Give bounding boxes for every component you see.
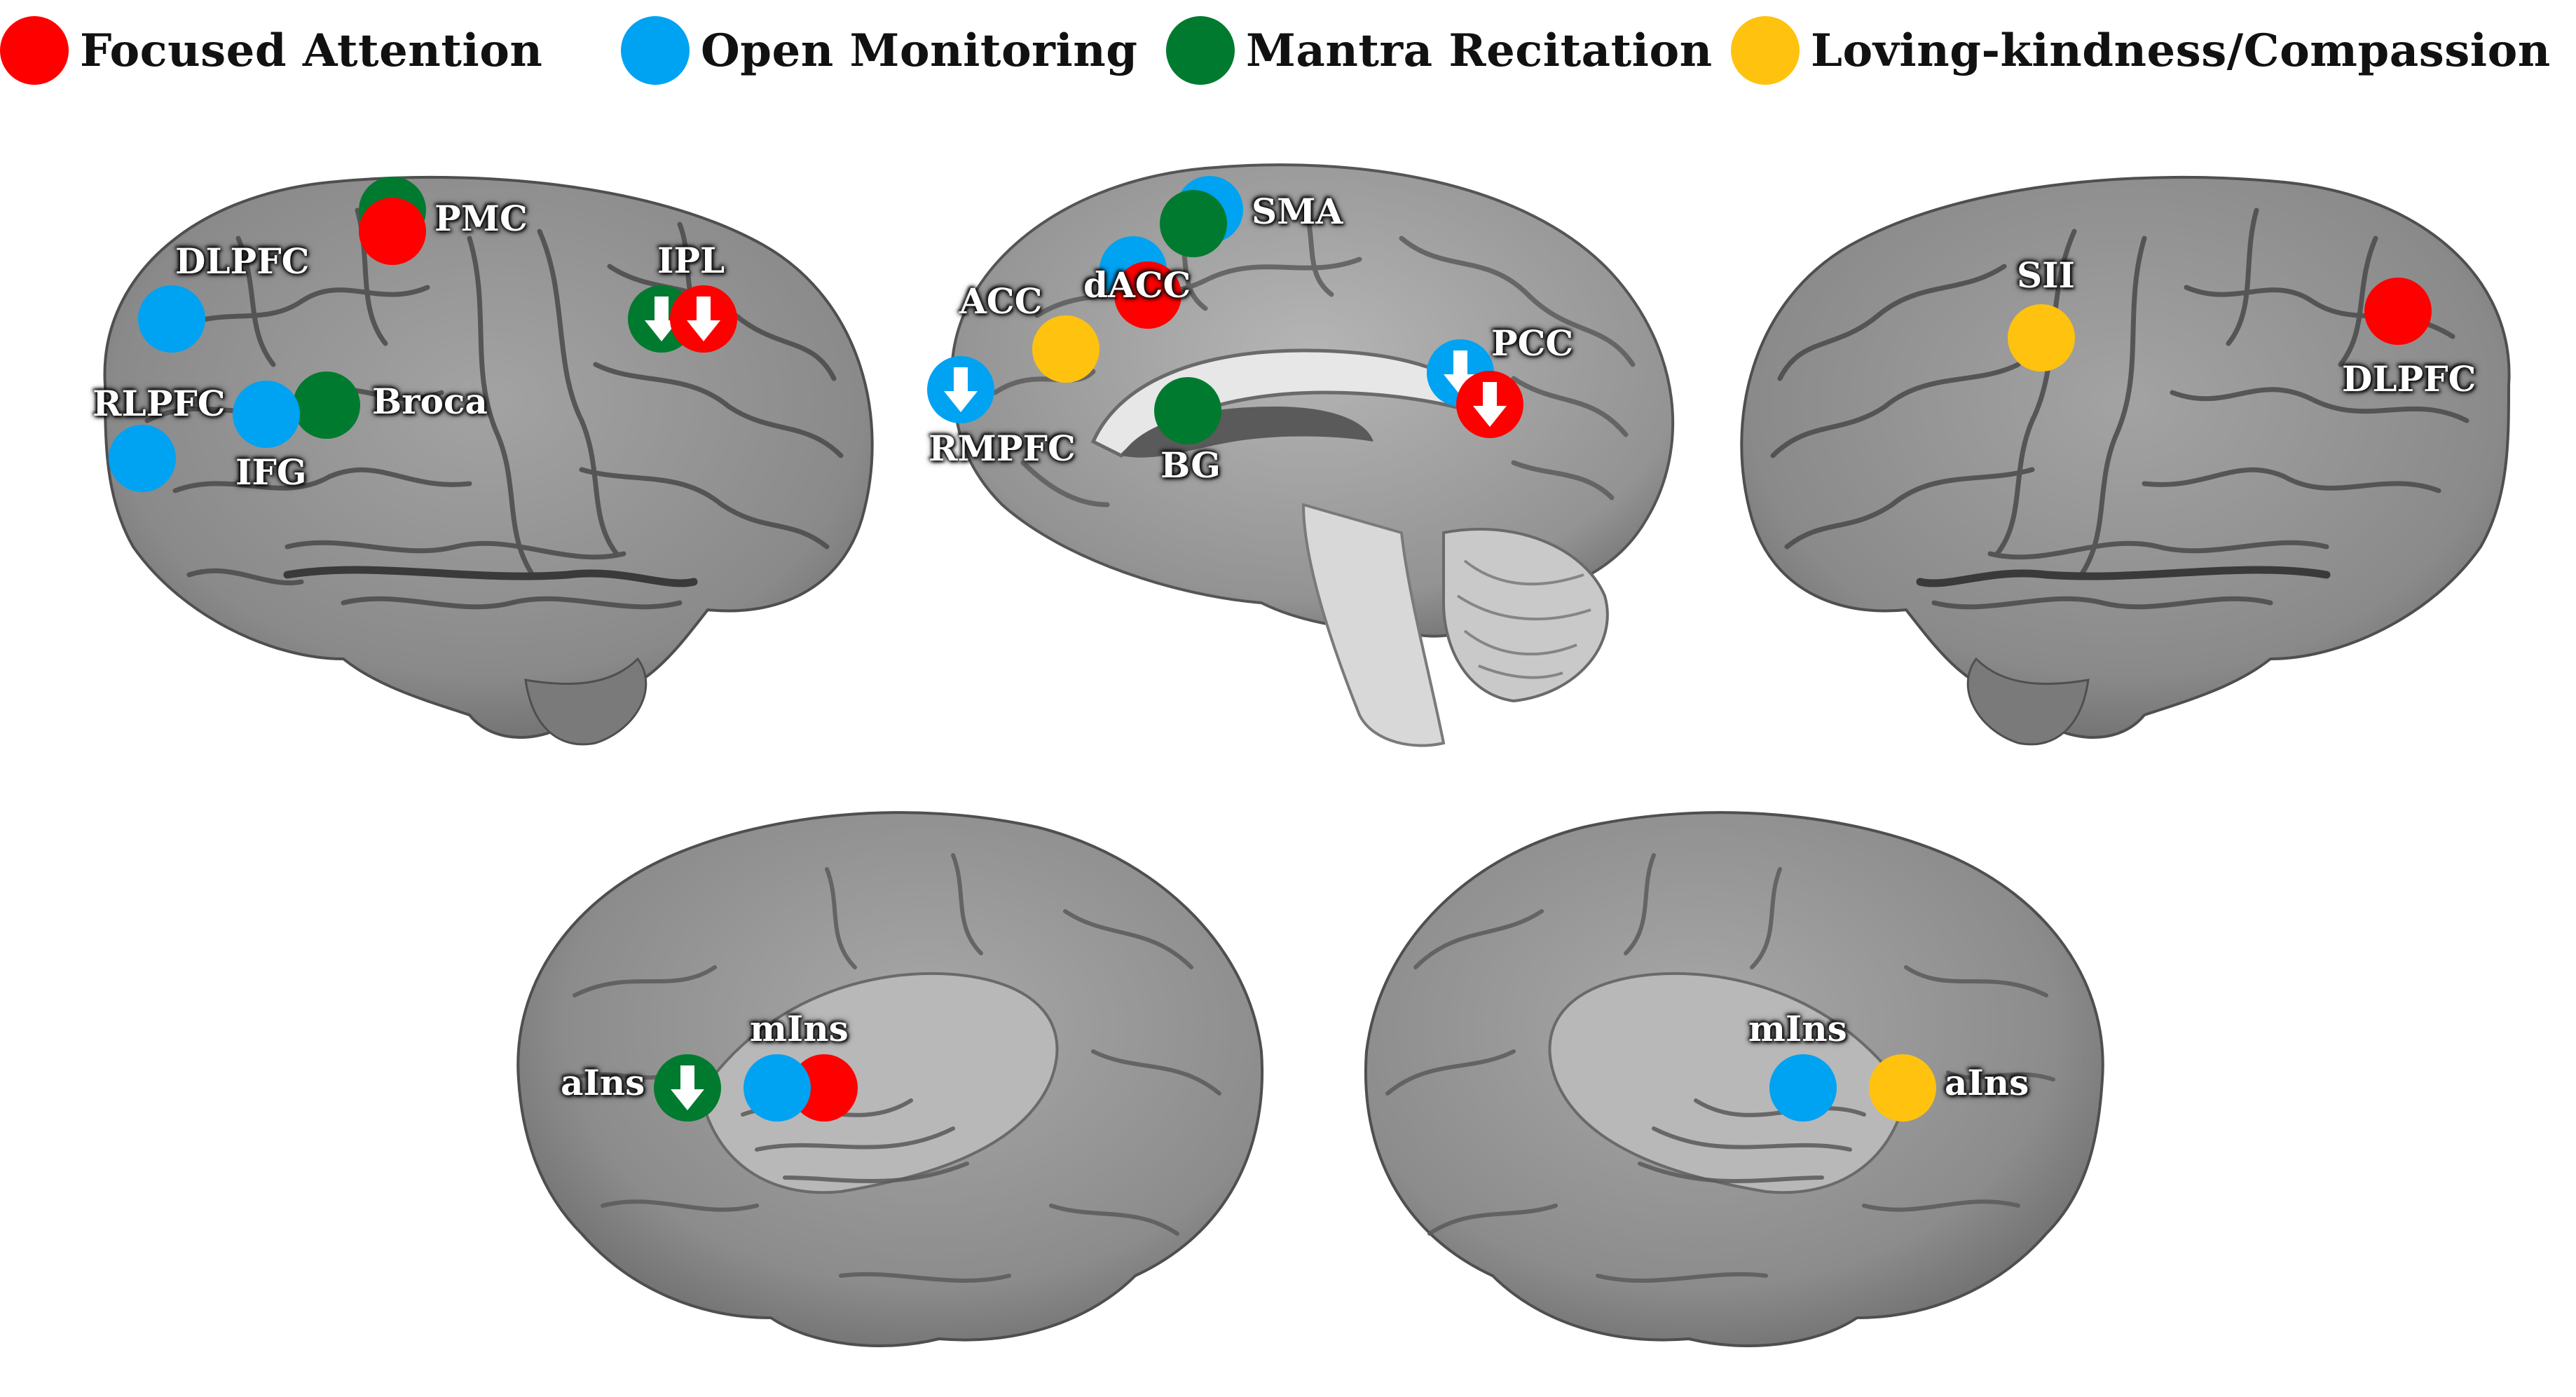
down-arrow-icon: [645, 297, 678, 341]
marker-sii-loving: [2008, 304, 2075, 372]
label-mins-left: mIns: [750, 1008, 849, 1049]
brain-right-lateral-image: [1740, 175, 2511, 746]
label-rmpfc: RMPFC: [929, 428, 1076, 469]
label-ains-left: aIns: [561, 1062, 645, 1103]
label-pmc: PMC: [434, 198, 528, 239]
marker-sma-mantra: [1160, 190, 1227, 257]
legend-label: Loving-kindness/Compassion: [1811, 24, 2551, 77]
label-mins-right: mIns: [1748, 1008, 1847, 1049]
marker-pcc-focused: [1456, 371, 1523, 438]
label-dacc: dACC: [1083, 264, 1191, 306]
legend-label: Open Monitoring: [701, 24, 1138, 77]
label-sii: SII: [2017, 254, 2075, 296]
marker-rlpfc-open: [109, 425, 176, 492]
marker-dlpfc-open: [138, 285, 205, 353]
label-sma: SMA: [1252, 191, 1343, 232]
marker-ains-right-loving: [1869, 1054, 1936, 1122]
red-dot-icon: [0, 16, 69, 85]
brain-left-insula: [491, 785, 1275, 1360]
down-arrow-icon: [944, 367, 978, 412]
legend-item-loving-kindness: Loving-kindness/Compassion: [1731, 15, 2551, 86]
marker-rmpfc-open: [927, 356, 994, 423]
brain-right-insula-image: [1364, 811, 2104, 1347]
down-arrow-icon: [1473, 382, 1507, 427]
label-acc: ACC: [959, 280, 1043, 322]
marker-ipl-focused: [670, 285, 737, 353]
marker-ifg-open: [233, 381, 300, 448]
marker-mins-left-open: [744, 1054, 811, 1122]
label-ifg: IFG: [235, 451, 307, 493]
marker-dlpfc-right-focused: [2364, 278, 2432, 345]
legend-item-mantra-recitation: Mantra Recitation: [1166, 15, 1713, 86]
marker-bg-mantra: [1154, 377, 1221, 444]
marker-acc-loving: [1032, 315, 1099, 383]
legend: Focused Attention Open Monitoring Mantra…: [0, 0, 2576, 105]
label-pcc: PCC: [1491, 322, 1574, 364]
legend-label: Focused Attention: [80, 24, 543, 77]
label-ains-right: aIns: [1945, 1062, 2029, 1103]
brain-right-insula: [1364, 785, 2130, 1360]
marker-mins-right-open: [1769, 1054, 1837, 1122]
legend-item-open-monitoring: Open Monitoring: [621, 15, 1137, 86]
blue-dot-icon: [621, 16, 690, 85]
label-dlpfc-right: DLPFC: [2342, 358, 2476, 400]
label-dlpfc-left: DLPFC: [175, 240, 310, 282]
marker-broca-mantra: [293, 372, 360, 439]
yellow-dot-icon: [1731, 16, 1800, 85]
marker-dacc-focused: [1114, 261, 1181, 329]
brain-right-lateral: [1731, 154, 2537, 757]
marker-ains-left-mantra: [654, 1054, 721, 1122]
brain-left-insula-image: [516, 811, 1263, 1347]
legend-label: Mantra Recitation: [1246, 24, 1713, 77]
marker-pmc-focused: [359, 198, 426, 265]
label-ipl: IPL: [657, 240, 725, 281]
green-dot-icon: [1166, 16, 1235, 85]
down-arrow-icon: [671, 1065, 704, 1110]
label-rlpfc: RLPFC: [93, 383, 226, 424]
legend-item-focused-attention: Focused Attention: [0, 15, 542, 86]
label-bg: BG: [1160, 444, 1221, 486]
down-arrow-icon: [687, 297, 720, 341]
label-broca: Broca: [372, 381, 488, 422]
